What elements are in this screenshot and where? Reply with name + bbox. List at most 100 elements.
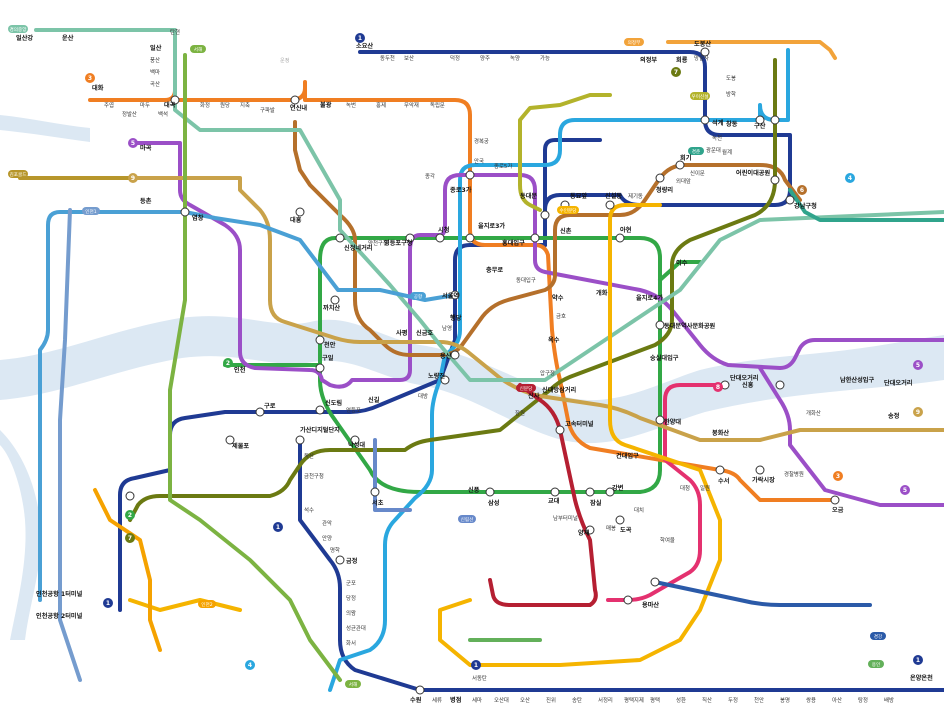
station-sindorim[interactable]: [315, 405, 325, 415]
station-sillim[interactable]: [370, 487, 380, 497]
station-hoegi[interactable]: [675, 160, 685, 170]
badge-line5-hanam: 5: [913, 360, 923, 370]
shinbundang-line: [488, 383, 598, 607]
station-yongsan[interactable]: [450, 350, 460, 360]
station-dongdaemun[interactable]: [540, 210, 550, 220]
label-station: 회기: [680, 154, 692, 162]
label-station: 잠원: [515, 409, 525, 417]
station-konkuk[interactable]: [655, 320, 665, 330]
station-gyodae[interactable]: [550, 487, 560, 497]
label-station: 행당: [450, 314, 462, 322]
station-gasan[interactable]: [295, 435, 305, 445]
badge-line2-kkachi: 2: [125, 510, 135, 520]
label-station: 낙성대: [348, 441, 365, 449]
label-station: 풍산: [150, 56, 160, 64]
station-daegok[interactable]: [170, 95, 180, 105]
station-yeonsinnae[interactable]: [290, 95, 300, 105]
station-seoul[interactable]: [450, 290, 460, 300]
station-seolleung[interactable]: [605, 487, 615, 497]
label-station: 일원: [700, 484, 710, 492]
station-bupyeong[interactable]: [125, 491, 135, 501]
label-station: 동대문역사문화공원: [664, 322, 716, 330]
station-sadang[interactable]: [485, 487, 495, 497]
label-station: 금호: [556, 313, 566, 320]
station-hongik[interactable]: [335, 233, 345, 243]
station-dmc[interactable]: [295, 207, 305, 217]
label-station: 구파발: [260, 106, 275, 114]
label-station: 송탄: [572, 696, 582, 704]
tag-suin: 수인분당: [557, 206, 579, 214]
seohae-line: [168, 53, 342, 682]
station-dobongsan[interactable]: [700, 47, 710, 57]
svg-text:1: 1: [106, 600, 110, 607]
label-station: 영등포: [346, 406, 361, 414]
station-guro[interactable]: [255, 407, 265, 417]
station-express-bus-terminal[interactable]: [555, 425, 565, 435]
svg-text:1: 1: [474, 662, 478, 669]
station-yangjae[interactable]: [585, 525, 595, 535]
badge-line7-jangam: 7: [671, 67, 681, 77]
station-taereung[interactable]: [770, 175, 780, 185]
station-noryangjin[interactable]: [440, 375, 450, 385]
station-ojeon[interactable]: [830, 495, 840, 505]
label-station: 염창: [192, 214, 204, 222]
station-hapjeong[interactable]: [330, 295, 340, 305]
station-geumjeong[interactable]: [335, 555, 345, 565]
badge-line1-sinchang: 1: [913, 655, 923, 665]
station-seokgye[interactable]: [700, 115, 710, 125]
label-station: 충무로: [486, 266, 503, 274]
station-pangyo[interactable]: [650, 577, 660, 587]
station-suwon[interactable]: [415, 685, 425, 695]
label-station: 개화: [596, 289, 608, 297]
label-station: 방학: [726, 90, 736, 98]
svg-text:4: 4: [248, 662, 252, 669]
station-sangbong[interactable]: [785, 195, 795, 205]
station-jamsil[interactable]: [655, 415, 665, 425]
tag-gyeongchun: 경춘: [688, 147, 704, 155]
station-yeongdeungpo-gucheong[interactable]: [315, 363, 325, 373]
ui-sinseol-line: [518, 93, 612, 212]
station-daerim[interactable]: [350, 435, 360, 445]
svg-text:5: 5: [131, 140, 135, 147]
station-dangsan[interactable]: [315, 335, 325, 345]
label-station: 이수: [676, 259, 688, 267]
station-dogok[interactable]: [615, 515, 625, 525]
badge-line1-seodongtan: 1: [471, 660, 481, 670]
station-city-hall[interactable]: [435, 233, 445, 243]
badge-line7-seongnam: 7: [125, 533, 135, 543]
svg-text:경의중앙: 경의중앙: [10, 26, 28, 33]
label-station: 송정: [888, 412, 900, 420]
station-gangnam[interactable]: [585, 487, 595, 497]
station-wangsimni[interactable]: [615, 233, 625, 243]
svg-text:2: 2: [226, 360, 230, 367]
label-station: 수서: [718, 477, 730, 485]
station-sinseoldong[interactable]: [605, 200, 615, 210]
line6-main: [293, 120, 802, 357]
station-jeongja[interactable]: [623, 595, 633, 605]
label-station: 백석: [158, 110, 168, 118]
badge-line4-jinjeop: 4: [845, 173, 855, 183]
label-station: 배방: [884, 696, 894, 704]
station-onsu[interactable]: [225, 435, 235, 445]
station-chungjeongno[interactable]: [405, 233, 415, 243]
station-garak[interactable]: [755, 465, 765, 475]
station-euljiro3ga[interactable]: [465, 233, 475, 243]
label-station: 잠실: [590, 499, 602, 507]
station-gangdong[interactable]: [775, 380, 785, 390]
label-station: 의왕: [346, 609, 356, 617]
label-station: 아현: [620, 226, 632, 234]
station-cheongnyangni[interactable]: [655, 173, 665, 183]
label-station: 남영: [442, 324, 452, 332]
label-station: 도봉: [726, 75, 736, 82]
uijeongbu-line: [666, 40, 837, 60]
svg-text:김포골드: 김포골드: [10, 171, 27, 178]
station-suseo[interactable]: [715, 465, 725, 475]
station-ddp[interactable]: [530, 233, 540, 243]
station-gimpo-airport[interactable]: [180, 207, 190, 217]
station-jongno3ga[interactable]: [465, 170, 475, 180]
svg-text:1: 1: [276, 524, 280, 531]
label-station: 봉명: [780, 697, 790, 704]
label-station: 가능: [540, 54, 550, 62]
station-changdong[interactable]: [755, 115, 765, 125]
station-nowon[interactable]: [770, 115, 780, 125]
